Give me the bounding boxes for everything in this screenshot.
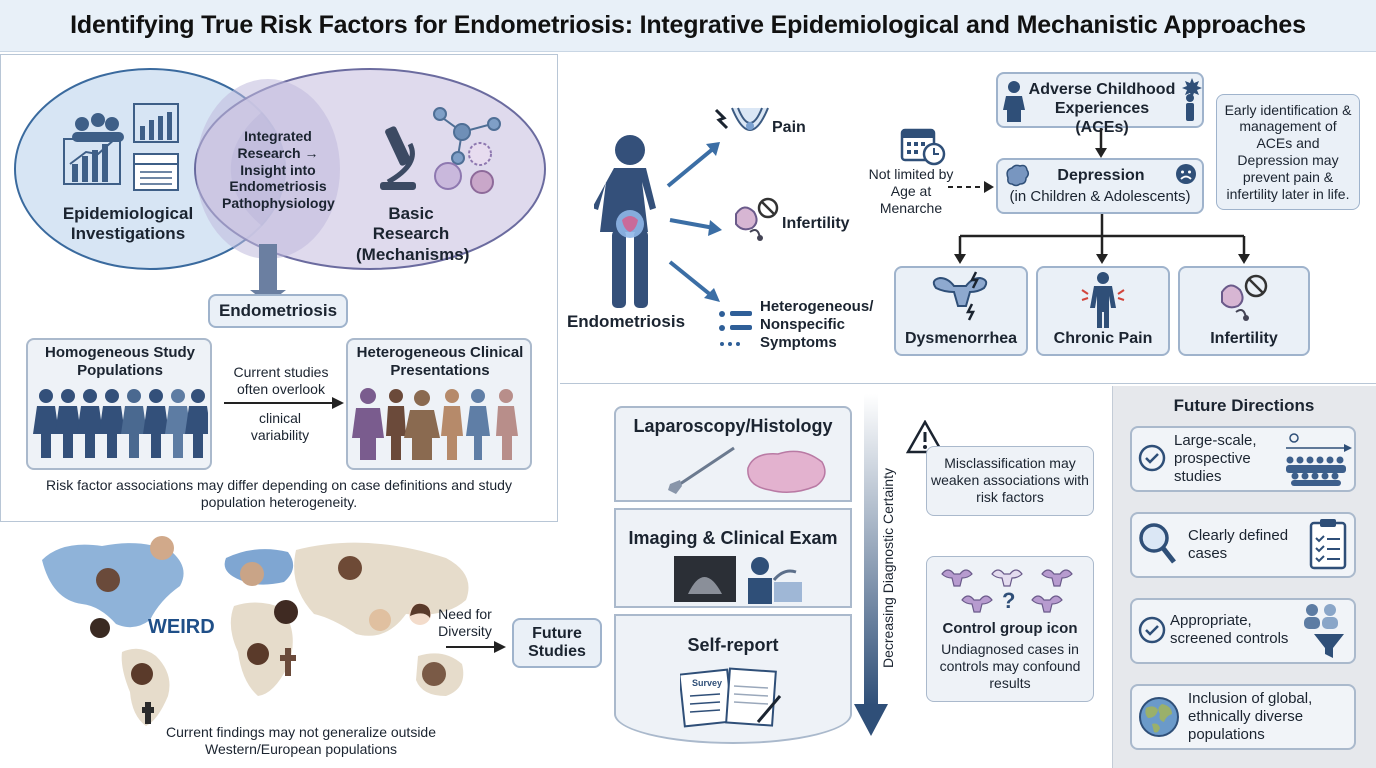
world-map [42, 536, 469, 726]
aces-down-arrow-icon [1095, 128, 1107, 158]
future-item-2: Clearly defined cases [1188, 527, 1289, 562]
overlook-top: Current studies often overlook [233, 364, 329, 397]
crowd-timeline-icon [1286, 433, 1352, 486]
chronic-pain-person-icon [1081, 272, 1125, 328]
diversity-person-icon [409, 603, 431, 625]
outcome-chronic-pain: Chronic Pain [1053, 330, 1153, 347]
need-diversity-label: Need for Diversity [438, 606, 492, 639]
depression-box [996, 158, 1204, 214]
line-chart-icon [133, 103, 179, 143]
future-studies-box: Future Studies [512, 618, 602, 668]
tissue-icon [747, 450, 826, 493]
question-mark-icon: ? [1002, 588, 1015, 613]
outcome-branch-lines [954, 214, 1250, 264]
sad-face-icon [1176, 164, 1196, 184]
pain-label: Pain [772, 119, 806, 136]
uterus-pain-icon [932, 271, 988, 321]
outcome-dysmenorrhea-card: Dysmenorrhea [894, 266, 1028, 356]
homogeneous-people-icon [33, 389, 208, 458]
venn-right-label: Basic Research (Mechanisms) [356, 204, 470, 264]
bar-chart-icon [63, 137, 121, 185]
heterogeneous-label: Heterogeneous Clinical Presentations [356, 344, 524, 379]
outcome-infertility-icon [1221, 274, 1268, 321]
certainty-label: Decreasing Diagnostic Certainty [880, 468, 896, 668]
molecule-icon [433, 107, 501, 165]
distressed-person-icon [1182, 78, 1202, 121]
early-note-box: Early identification & management of ACE… [1216, 94, 1360, 210]
venn-left-label: Epidemiological Investigations [62, 204, 194, 244]
aces-box [996, 72, 1204, 128]
early-note: Early identification & management of ACE… [1224, 101, 1352, 202]
future-item-1: Large-scale, prospective studies [1174, 432, 1257, 485]
cells-icon [434, 142, 494, 194]
overlook-bottom: clinical variability [250, 410, 310, 443]
diag-level-2-label: Imaging & Clinical Exam [628, 528, 838, 548]
ultrasound-icon [674, 556, 736, 602]
control-text: Undiagnosed cases in controls may confou… [939, 641, 1081, 691]
venn-center-label: Integrated Research → Insight into Endom… [222, 128, 335, 212]
map-caption: Current findings may not generalize outs… [165, 724, 437, 757]
survey-icon: Survey [680, 667, 782, 728]
heterogeneous-symptoms-label: Heterogeneous/ Nonspecific Symptoms [760, 298, 874, 351]
future-title: Future Directions [1173, 396, 1315, 415]
depression-sub-label: (in Children & Adolescents) [1009, 188, 1191, 205]
control-uterus-icons: ? [941, 569, 1073, 613]
endometriosis-figure [594, 135, 656, 308]
clipboard-icon [1309, 519, 1347, 570]
survey-text: Survey [692, 678, 722, 688]
laparoscope-icon [668, 446, 735, 494]
calendar-icon [900, 128, 946, 166]
homogeneous-label: Homogeneous Study Populations [44, 344, 195, 379]
list-icon [719, 311, 752, 346]
future-arrow-icon [446, 641, 506, 653]
future-item-3-card [1130, 598, 1356, 664]
heterogeneous-people-icon [352, 388, 518, 460]
figure-label: Endometriosis [566, 312, 686, 331]
overlook-arrow-icon [224, 397, 344, 409]
infertility-icon [735, 197, 779, 241]
weird-label: WEIRD [148, 616, 215, 638]
risk-note: Risk factor associations may differ depe… [46, 477, 512, 510]
check-icon [1138, 444, 1166, 472]
infertility-label: Infertility [782, 215, 850, 232]
venn-diagram [14, 68, 546, 304]
depression-label: Depression [1057, 167, 1145, 184]
symptom-arrows [666, 142, 722, 302]
outcome-infertility: Infertility [1210, 330, 1278, 347]
misclassification-text: Misclassification may weaken association… [931, 455, 1089, 505]
magnifier-icon [1139, 523, 1176, 564]
brain-icon [1006, 164, 1030, 187]
clinical-exam-icon [748, 557, 802, 604]
heterogeneous-card [346, 338, 532, 470]
uterus-icon [622, 216, 638, 232]
check-icon [1138, 616, 1166, 644]
future-item-4: Inclusion of global, ethnically diverse … [1188, 690, 1313, 743]
spreadsheet-icon [133, 153, 179, 191]
outcome-dysmenorrhea: Dysmenorrhea [904, 330, 1018, 347]
not-limited-label: Not limited by Age at Menarche [868, 166, 954, 216]
endometriosis-box: Endometriosis [208, 294, 348, 328]
misclassification-card [926, 446, 1094, 516]
certainty-arrow-icon [854, 394, 888, 736]
page-title: Identifying True Risk Factors for Endome… [70, 11, 1306, 39]
warning-icon [906, 420, 944, 454]
screening-filter-icon [1304, 604, 1344, 658]
future-item-3: Appropriate, screened controls [1170, 612, 1289, 647]
pain-icon [714, 107, 769, 131]
dashed-arrow-icon [948, 181, 994, 193]
aces-label: Adverse Childhood Experiences (ACEs) [1028, 81, 1176, 137]
title-bar: Identifying True Risk Factors for Endome… [0, 0, 1376, 52]
diag-level-1-label: Laparoscopy/Histology [633, 416, 833, 436]
child-icon [1003, 81, 1025, 122]
globe-icon [1139, 697, 1179, 737]
diag-level-3-label: Self-report [687, 635, 779, 655]
microscope-icon [380, 126, 416, 190]
control-title: Control group icon [942, 620, 1078, 637]
